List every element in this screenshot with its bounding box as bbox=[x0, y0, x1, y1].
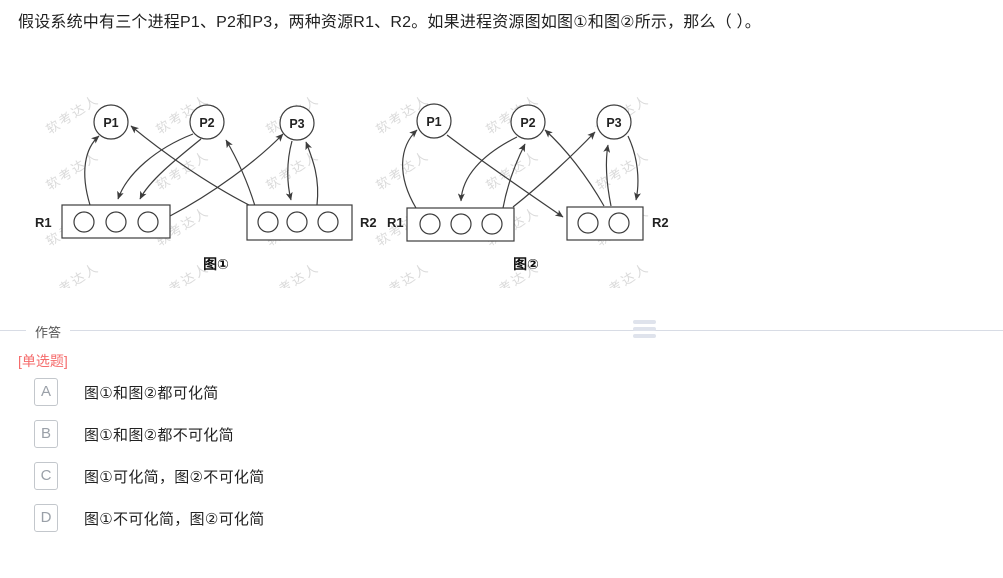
diagram-2: P1 P2 P3 R1 R2 图② bbox=[387, 103, 669, 272]
process-node-p3 bbox=[279, 105, 315, 141]
option-text-d: 图①不可化简，图②可化简 bbox=[84, 510, 265, 528]
edge-r2-p3 bbox=[305, 141, 319, 206]
edge-r1-p3 bbox=[169, 133, 284, 217]
resource-unit bbox=[257, 211, 279, 233]
diagram-1: P1 P2 P3 R1 R2 图① bbox=[35, 104, 377, 272]
edge-p3-r2 bbox=[627, 135, 641, 201]
diagram-1-caption: 图① bbox=[203, 256, 229, 272]
edge-r1-p1 bbox=[84, 135, 100, 206]
handle-bar bbox=[633, 320, 656, 324]
option-a[interactable]: A 图①和图②都可化简 bbox=[34, 378, 265, 406]
handle-bar bbox=[633, 327, 656, 331]
resource-unit bbox=[608, 212, 630, 234]
handle-bar bbox=[633, 334, 656, 338]
diagram-area: 软考达人软考达人软考达人软考达人软考达人软考达人软考达人软考达人软考达人软考达人… bbox=[0, 86, 1003, 288]
resource-unit bbox=[73, 211, 95, 233]
process-label-p1: P1 bbox=[103, 116, 118, 130]
edge-r1-p3 bbox=[512, 131, 596, 208]
question-text: 假设系统中有三个进程P1、P2和P3，两种资源R1、R2。如果进程资源图如图①和… bbox=[18, 14, 761, 31]
resource-unit bbox=[450, 213, 472, 235]
process-label-p2: P2 bbox=[520, 116, 535, 130]
resource-unit bbox=[105, 211, 127, 233]
edge-p2-r1-b bbox=[139, 138, 202, 200]
edge-r1-p2 bbox=[502, 143, 526, 209]
option-text-c: 图①可化简，图②不可化简 bbox=[84, 468, 265, 486]
resource-label-r1: R1 bbox=[387, 215, 404, 230]
option-text-b: 图①和图②都不可化简 bbox=[84, 426, 234, 444]
section-divider bbox=[0, 330, 1003, 331]
answer-header: 作答 bbox=[26, 322, 71, 341]
process-node-p1 bbox=[93, 104, 129, 140]
question-type-badge: [单选题] bbox=[18, 353, 68, 369]
option-text-a: 图①和图②都可化简 bbox=[84, 384, 219, 402]
edge-r2-p2 bbox=[544, 129, 605, 207]
edge-r2-p2 bbox=[225, 139, 256, 207]
option-b[interactable]: B 图①和图②都不可化简 bbox=[34, 420, 265, 448]
process-resource-diagrams: P1 P2 P3 R1 R2 图① bbox=[35, 103, 669, 272]
panel-collapse-handle[interactable] bbox=[633, 320, 656, 341]
resource-label-r1: R1 bbox=[35, 215, 52, 230]
edge-r2-p1 bbox=[130, 125, 250, 206]
resource-unit bbox=[577, 212, 599, 234]
option-letter-b[interactable]: B bbox=[34, 420, 58, 448]
edge-p2-r1-a bbox=[117, 133, 194, 200]
process-node-p3 bbox=[596, 104, 632, 140]
resource-unit bbox=[481, 213, 503, 235]
process-node-p1 bbox=[416, 103, 452, 139]
resource-label-r2: R2 bbox=[360, 215, 377, 230]
diagram-2-caption: 图② bbox=[513, 256, 539, 272]
process-label-p2: P2 bbox=[199, 116, 214, 130]
edge-r1-p1 bbox=[402, 129, 418, 209]
process-node-p2 bbox=[189, 104, 225, 140]
edge-p1-r2 bbox=[446, 134, 564, 218]
option-letter-d[interactable]: D bbox=[34, 504, 58, 532]
option-letter-c[interactable]: C bbox=[34, 462, 58, 490]
edge-p2-r1 bbox=[457, 136, 518, 202]
resource-unit bbox=[286, 211, 308, 233]
process-label-p1: P1 bbox=[426, 115, 441, 129]
process-label-p3: P3 bbox=[289, 117, 304, 131]
edge-p3-r2 bbox=[285, 140, 293, 201]
option-letter-a[interactable]: A bbox=[34, 378, 58, 406]
options-list: A 图①和图②都可化简 B 图①和图②都不可化简 C 图①可化简，图②不可化简 … bbox=[34, 378, 265, 546]
resource-unit bbox=[137, 211, 159, 233]
resource-label-r2: R2 bbox=[652, 215, 669, 230]
resource-unit bbox=[419, 213, 441, 235]
process-label-p3: P3 bbox=[606, 116, 621, 130]
process-node-p2 bbox=[510, 104, 546, 140]
option-d[interactable]: D 图①不可化简，图②可化简 bbox=[34, 504, 265, 532]
option-c[interactable]: C 图①可化简，图②不可化简 bbox=[34, 462, 265, 490]
edge-r2-p3 bbox=[603, 144, 612, 207]
resource-unit bbox=[317, 211, 339, 233]
